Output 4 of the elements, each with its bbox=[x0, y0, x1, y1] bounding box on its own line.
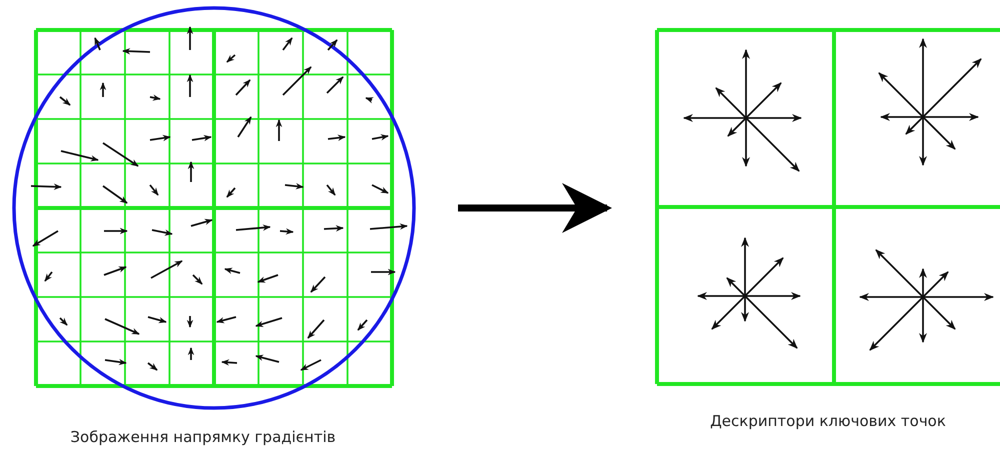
caption: Дескриптори ключових точок bbox=[710, 412, 946, 430]
caption: Зображення напрямку градієнтів bbox=[70, 428, 336, 446]
descriptor-grid-drawing bbox=[655, 28, 1000, 388]
arrow bbox=[458, 183, 612, 233]
